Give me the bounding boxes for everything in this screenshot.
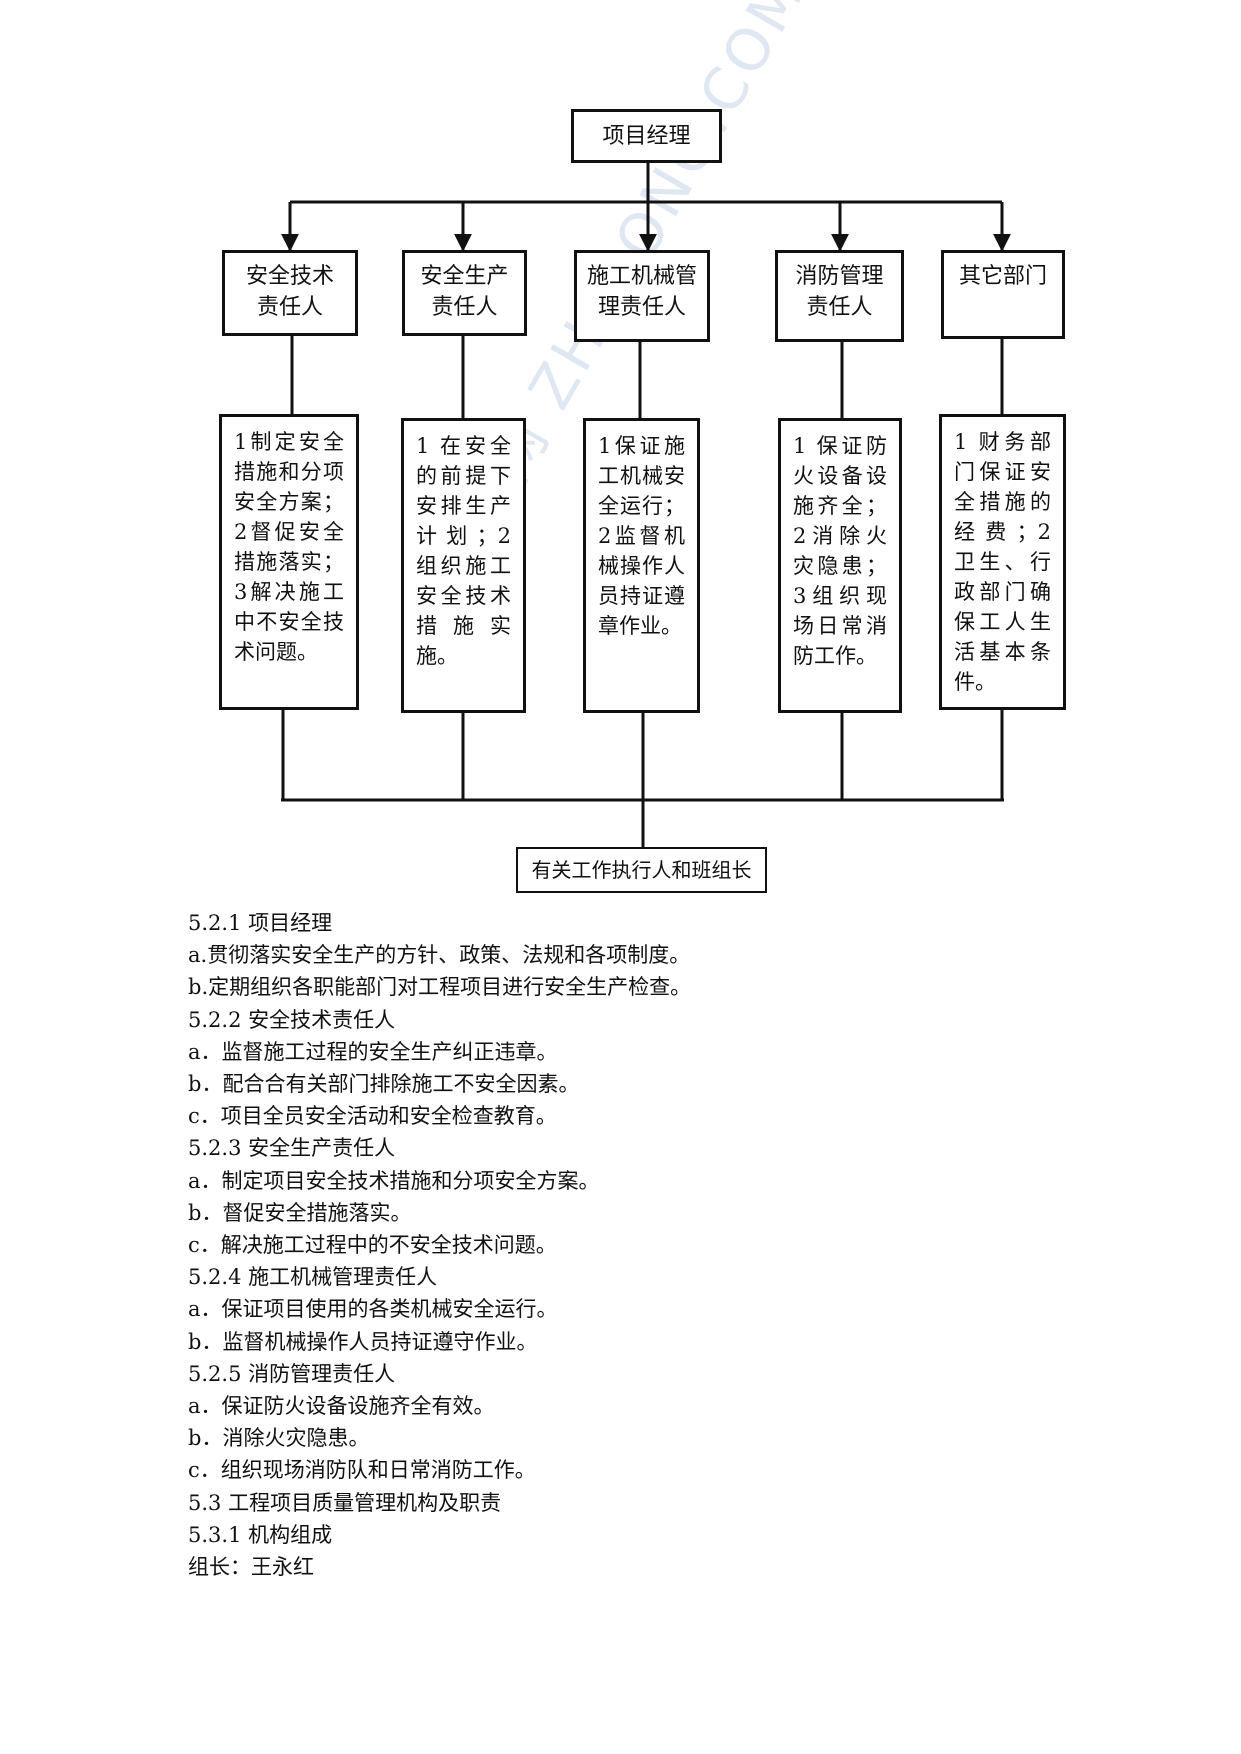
text-line: b.定期组织各职能部门对工程项目进行安全生产检查。 [188, 975, 692, 1000]
duty-box-safety-tech: 1制定安全措施和分项安全方案；2督促安全措施落实；3解决施工中不安全技术问题。 [219, 414, 359, 710]
text-line: 组长：王永红 [188, 1555, 314, 1580]
section-heading: 5.2.3 安全生产责任人 [188, 1136, 396, 1161]
duty-text: 1保证施工机械安全运行；2监督机械操作人员持证遵章作业。 [598, 434, 685, 638]
text-line: a.贯彻落实安全生产的方针、政策、法规和各项制度。 [188, 943, 691, 968]
duty-text: 1 财务部门保证安全措施的经费；2卫生、行政部门确保工人生活基本条件。 [954, 430, 1051, 694]
text-line: b．督促安全措施落实。 [188, 1200, 412, 1225]
bottom-label: 有关工作执行人和班组长 [531, 857, 752, 882]
section-heading: 5.3 工程项目质量管理机构及职责 [188, 1490, 502, 1515]
role-box-safety-tech: 安全技术 责任人 [222, 250, 358, 336]
body-text: 5.2.1 项目经理 a.贯彻落实安全生产的方针、政策、法规和各项制度。 b.定… [188, 907, 1188, 1583]
duty-box-safety-production: 1 在安全的前提下安排生产计划；2组织施工安全技术措施实施。 [401, 418, 526, 713]
role-label: 安全生产 责任人 [420, 264, 509, 320]
bottom-box: 有关工作执行人和班组长 [516, 847, 767, 893]
root-box: 项目经理 [571, 109, 722, 163]
text-line: a．保证防火设备设施齐全有效。 [188, 1394, 495, 1419]
duty-text: 1 在安全的前提下安排生产计划；2组织施工安全技术措施实施。 [416, 434, 511, 668]
role-box-other: 其它部门 [941, 250, 1065, 339]
text-line: c．组织现场消防队和日常消防工作。 [188, 1458, 536, 1483]
text-line: a．监督施工过程的安全生产纠正违章。 [188, 1039, 558, 1064]
section-heading: 5.2.5 消防管理责任人 [188, 1361, 396, 1386]
text-line: b．消除火灾隐患。 [188, 1426, 370, 1451]
duty-box-fire: 1 保证防火设备设施齐全；2消除火灾隐患；3组织现场日常消防工作。 [778, 418, 902, 713]
text-line: c．解决施工过程中的不安全技术问题。 [188, 1233, 557, 1258]
text-line: c．项目全员安全活动和安全检查教育。 [188, 1104, 557, 1129]
duty-box-machinery: 1保证施工机械安全运行；2监督机械操作人员持证遵章作业。 [583, 418, 700, 713]
text-line: b．配合合有关部门排除施工不安全因素。 [188, 1072, 580, 1097]
duty-box-other: 1 财务部门保证安全措施的经费；2卫生、行政部门确保工人生活基本条件。 [939, 414, 1066, 710]
duty-text: 1 保证防火设备设施齐全；2消除火灾隐患；3组织现场日常消防工作。 [793, 434, 887, 668]
text-line: a．制定项目安全技术措施和分项安全方案。 [188, 1168, 600, 1193]
role-label: 施工机械管 理责任人 [586, 264, 697, 320]
section-heading: 5.2.4 施工机械管理责任人 [188, 1265, 438, 1290]
role-box-fire: 消防管理 责任人 [775, 250, 904, 342]
root-label: 项目经理 [602, 123, 691, 149]
role-box-machinery: 施工机械管 理责任人 [574, 250, 710, 342]
duty-text: 1制定安全措施和分项安全方案；2督促安全措施落实；3解决施工中不安全技术问题。 [234, 430, 344, 664]
section-heading: 5.2.1 项目经理 [188, 911, 333, 935]
text-line: b．监督机械操作人员持证遵守作业。 [188, 1329, 538, 1354]
section-heading: 5.3.1 机构组成 [188, 1522, 333, 1547]
role-label: 消防管理 责任人 [795, 264, 884, 320]
role-label: 安全技术 责任人 [245, 264, 334, 320]
role-label: 其它部门 [958, 264, 1047, 289]
role-box-safety-production: 安全生产 责任人 [402, 250, 527, 336]
section-heading: 5.2.2 安全技术责任人 [188, 1007, 396, 1032]
text-line: a．保证项目使用的各类机械安全运行。 [188, 1297, 558, 1322]
